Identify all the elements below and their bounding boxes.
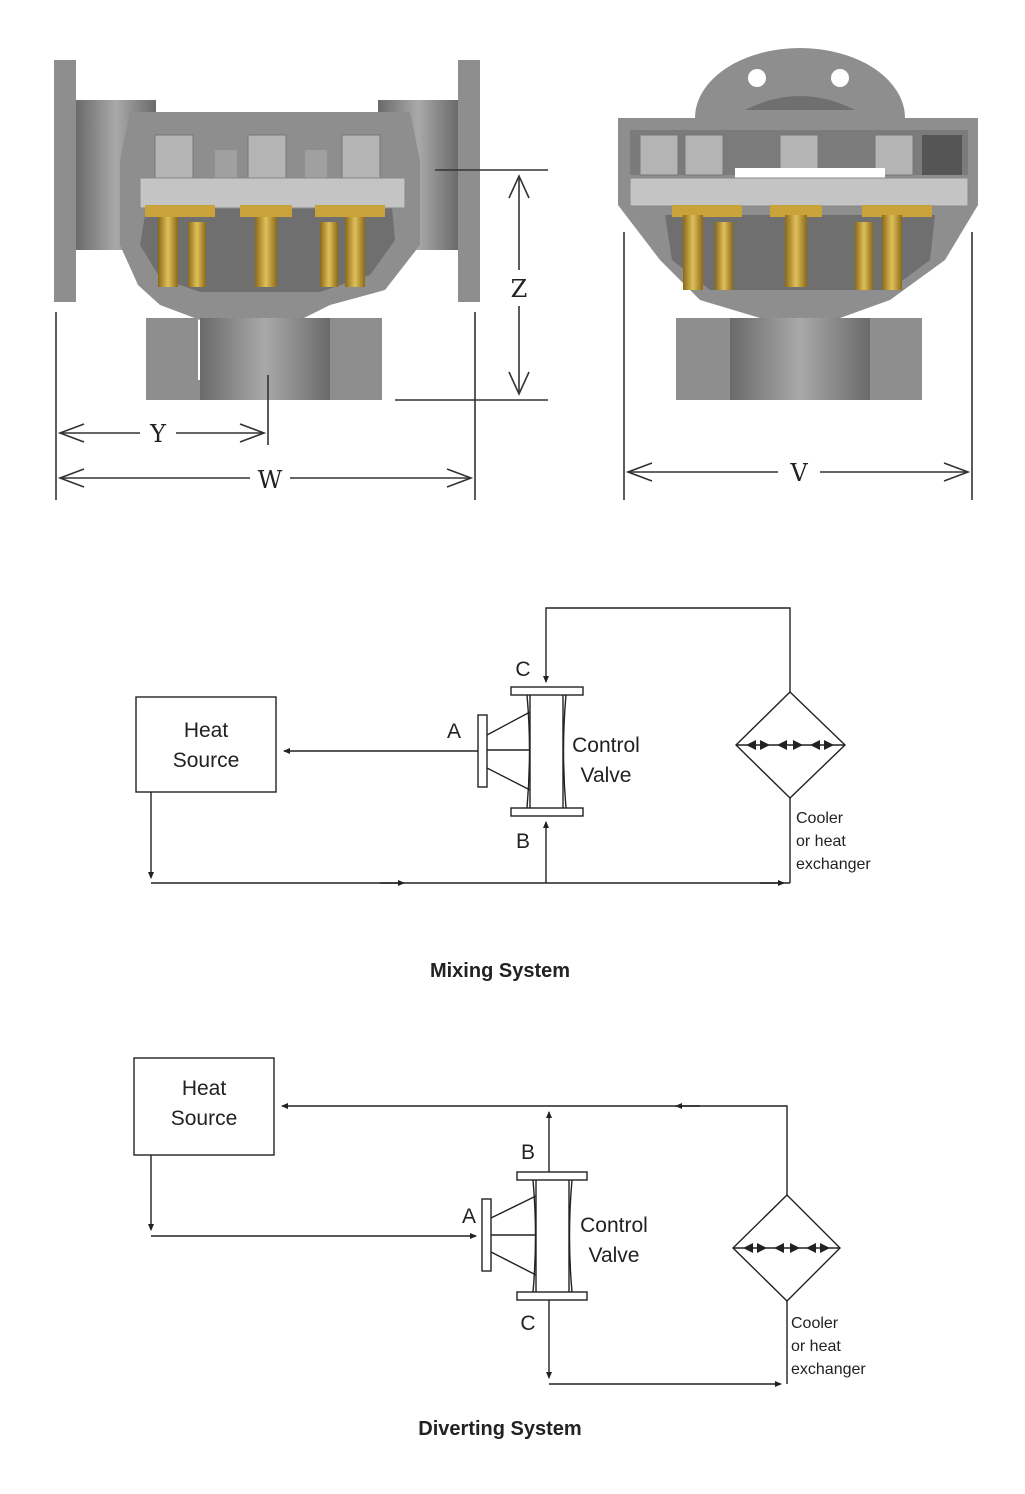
bolt-hole-right [831, 69, 849, 87]
diverting-cooler-label-line3: exchanger [791, 1361, 866, 1378]
mixing-control-valve [477, 686, 584, 817]
mixing-system-caption: Mixing System [430, 960, 570, 982]
dimension-y-label: Y [149, 420, 167, 448]
dimension-lines-side [623, 232, 973, 500]
diverting-heat-source-label-line1: Heat [182, 1077, 227, 1100]
dimension-z-label: Z [511, 275, 528, 303]
mixing-cooler-label-line3: exchanger [796, 856, 871, 873]
diverting-cooler-label-line1: Cooler [791, 1315, 839, 1332]
diverting-cooler-label-line2: or heat [791, 1338, 841, 1355]
mixing-heat-source-label-line2: Source [173, 749, 240, 772]
mixing-heat-source-label-line1: Heat [184, 719, 229, 742]
mixing-pipe-cooler-to-c [543, 607, 791, 692]
bolt-hole-left [748, 69, 766, 87]
dimension-v-label: V [789, 459, 808, 487]
diverting-control-valve [481, 1171, 588, 1301]
mixing-valve-label-line2: Valve [581, 764, 632, 787]
diverting-valve-label-line2: Valve [589, 1244, 640, 1267]
diverting-port-a: A [462, 1205, 476, 1228]
valve-side-cutaway [618, 48, 978, 400]
mixing-cooler-label-line1: Cooler [796, 810, 844, 827]
mixing-system-diagram: Heat Source Control Valve A C B [135, 607, 871, 886]
diverting-heat-source-box [133, 1057, 275, 1156]
diverting-port-c: C [520, 1312, 535, 1335]
mixing-port-c: C [515, 658, 530, 681]
diverting-cooler-symbol [732, 1194, 841, 1302]
diverting-port-b: B [521, 1141, 535, 1164]
dimension-w-label: W [258, 466, 283, 494]
mixing-port-a: A [447, 720, 461, 743]
diverting-valve-label-line1: Control [580, 1214, 648, 1237]
mixing-cooler-label-line2: or heat [796, 833, 846, 850]
diverting-heat-source-label-line2: Source [171, 1107, 238, 1130]
diverting-system-caption: Diverting System [418, 1418, 581, 1440]
diverting-system-diagram: Heat Source Control Valve A B C Cooler [133, 1057, 866, 1387]
mixing-heat-source-box [135, 696, 277, 793]
mixing-cooler-symbol [735, 691, 847, 799]
mixing-port-b: B [516, 830, 530, 853]
dimension-lines-front [55, 169, 548, 500]
diverting-pipe-top-return [281, 1103, 788, 1195]
valve-front-cutaway [54, 60, 480, 400]
mixing-valve-label-line1: Control [572, 734, 640, 757]
